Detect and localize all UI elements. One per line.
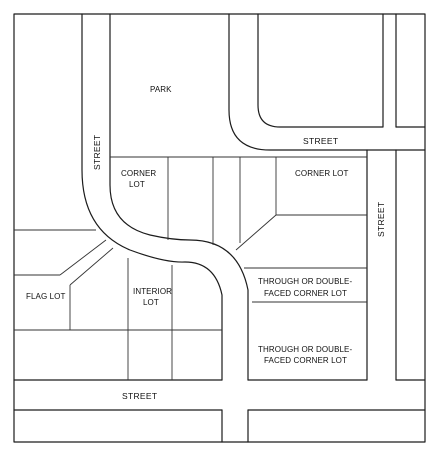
left-street-inner-curb (109, 13, 249, 381)
through-lot-upper-label-2: FACED CORNER LOT (264, 289, 347, 298)
left-street-outer-curb (81, 13, 223, 381)
park-label: PARK (150, 85, 172, 94)
lot-diagonal-right (235, 214, 277, 251)
top-street-inner-curb (257, 13, 384, 128)
corner-lot-left-label-2: LOT (129, 180, 145, 189)
corner-lot-left-label: CORNER (121, 169, 156, 178)
flag-lot-pole-top (59, 239, 107, 276)
through-lot-upper-label: THROUGH OR DOUBLE- (258, 277, 352, 286)
flag-lot-label: FLAG LOT (26, 292, 65, 301)
street-label-bottom: STREET (122, 391, 157, 401)
through-lot-lower-label: THROUGH OR DOUBLE- (258, 345, 352, 354)
through-lot-lower-label-2: FACED CORNER LOT (264, 356, 347, 365)
diagram-frame (13, 13, 426, 443)
street-label-top: STREET (303, 136, 338, 146)
street-label-left: STREET (92, 135, 102, 170)
flag-lot-pole-bottom (69, 247, 114, 286)
park-corner-curb (228, 13, 426, 151)
interior-lot-label: INTERIOR (133, 287, 172, 296)
corner-lot-right-label: CORNER LOT (295, 169, 348, 178)
street-label-right: STREET (376, 202, 386, 237)
interior-lot-label-2: LOT (143, 298, 159, 307)
